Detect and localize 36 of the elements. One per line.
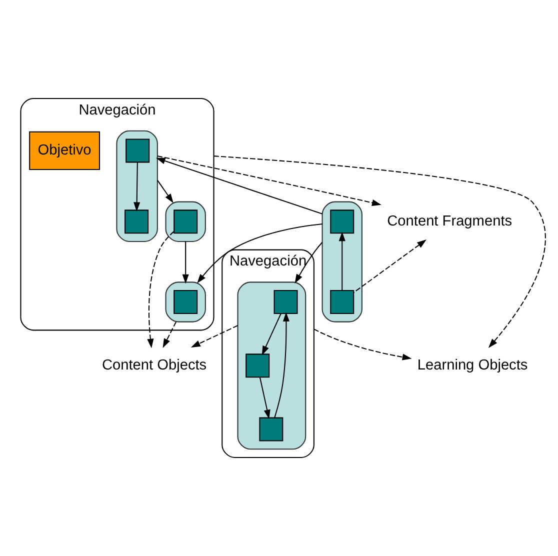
node-text: Learning Objects xyxy=(417,358,528,374)
arrow xyxy=(156,158,322,214)
arrow xyxy=(262,313,282,356)
arrow xyxy=(157,180,174,204)
arrow xyxy=(338,232,346,290)
arrow xyxy=(314,328,412,360)
arrow xyxy=(182,241,189,284)
cluster xyxy=(322,201,362,322)
cluster xyxy=(116,130,158,242)
arrow xyxy=(214,156,546,348)
arrow xyxy=(162,322,177,348)
arrow xyxy=(294,242,323,284)
arrow xyxy=(354,240,426,293)
node-box xyxy=(330,210,354,234)
arrow xyxy=(259,377,270,420)
node-box xyxy=(274,290,298,314)
cluster xyxy=(237,282,306,450)
cluster: Navegación xyxy=(222,249,314,458)
node-box xyxy=(124,210,149,234)
node-text: Content Fragments xyxy=(387,214,512,230)
node-box xyxy=(246,354,270,378)
cluster xyxy=(165,282,206,322)
node-box xyxy=(259,417,284,442)
arrow xyxy=(147,231,174,348)
cluster xyxy=(165,201,206,242)
node-box xyxy=(330,290,354,314)
arrow xyxy=(134,162,140,212)
node-box xyxy=(174,210,198,234)
arrow xyxy=(274,312,290,418)
arrow xyxy=(190,325,238,348)
node-box: Objetivo xyxy=(29,131,100,170)
arrow xyxy=(197,224,322,284)
node-box xyxy=(174,290,198,314)
arrow xyxy=(157,155,382,206)
node-text: Content Objects xyxy=(102,358,207,374)
node-box xyxy=(126,138,150,163)
